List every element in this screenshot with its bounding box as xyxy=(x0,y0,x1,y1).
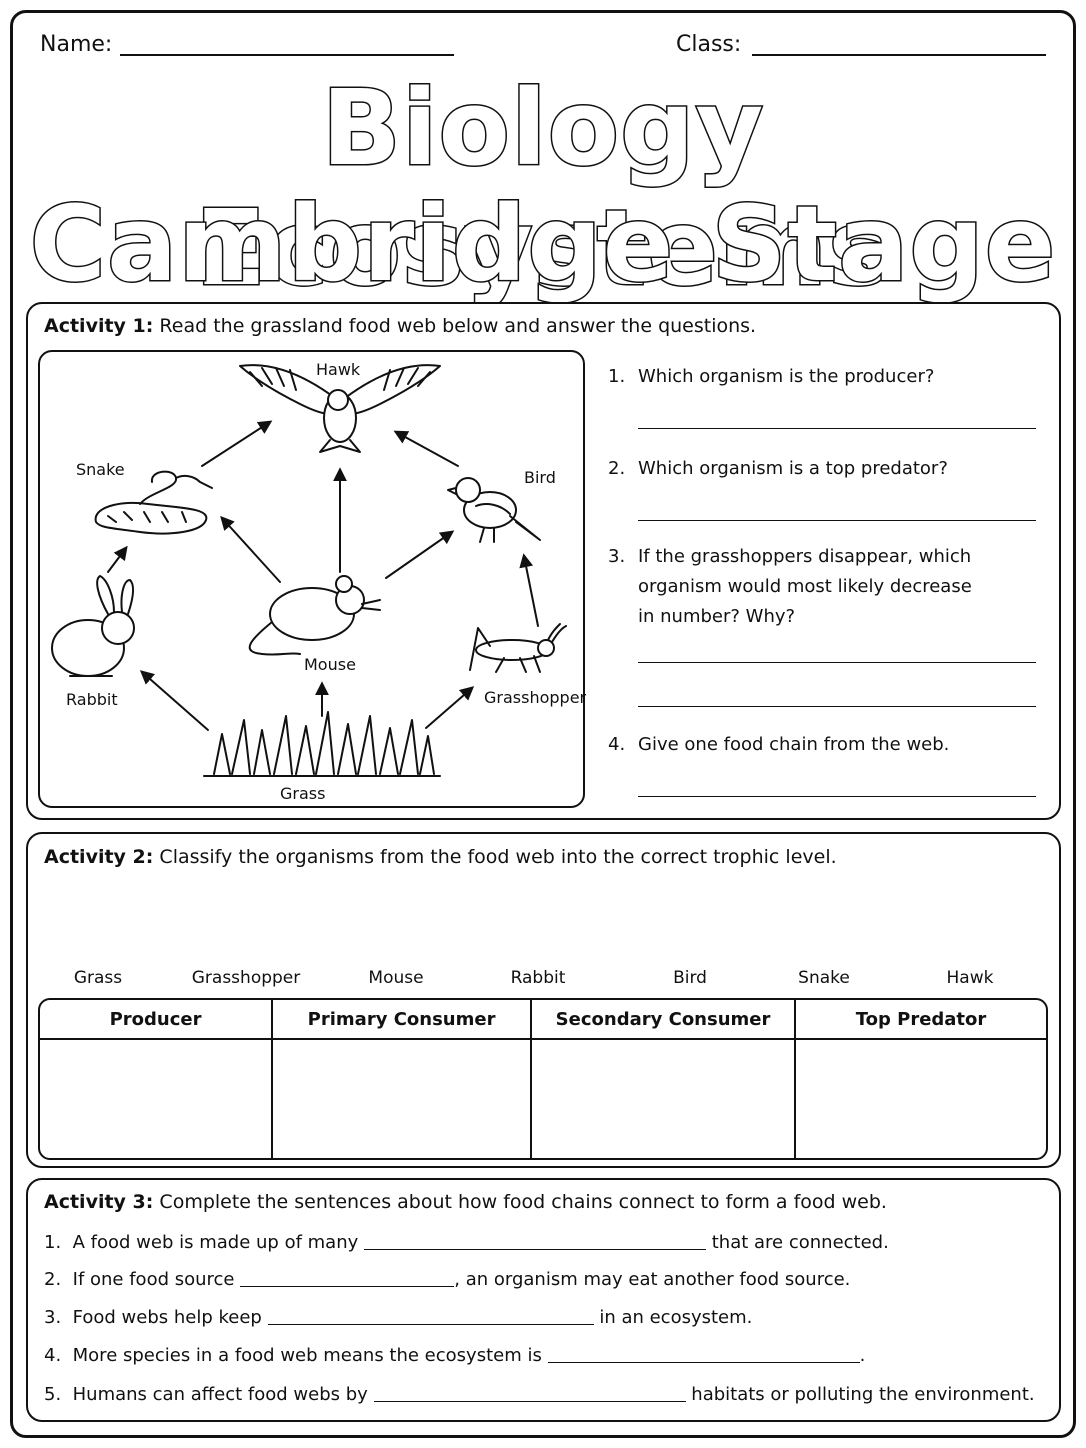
classify-mouse-label: Mouse xyxy=(368,968,424,988)
hawk-label: Hawk xyxy=(316,360,361,379)
activity2-label: Activity 2: xyxy=(44,846,154,868)
column-header-producer: Producer xyxy=(40,1000,274,1040)
class-label: Class: xyxy=(676,32,742,57)
activity3-heading: Activity 3: Complete the sentences about… xyxy=(44,1191,887,1213)
sentence3-end: in an ecosystem. xyxy=(599,1307,753,1328)
sentence1: 1. A food web is made up of many that ar… xyxy=(44,1232,889,1253)
question1-answer-line[interactable] xyxy=(638,428,1036,429)
page-title-line1: Biology Ecosystems xyxy=(193,67,892,310)
mouse-label: Mouse xyxy=(304,655,356,674)
column-header-primary-consumer: Primary Consumer xyxy=(273,1000,533,1040)
name-label: Name: xyxy=(40,32,113,57)
sentence5-end: habitats or polluting the environment. xyxy=(691,1384,1035,1405)
question2-number: 2. xyxy=(608,458,626,479)
question4-answer-line[interactable] xyxy=(638,796,1036,797)
trophic-level-table: Producer Primary Consumer Secondary Cons… xyxy=(38,998,1048,1160)
sentence4-end: . xyxy=(859,1345,866,1366)
question4-number: 4. xyxy=(608,734,626,755)
activity3-panel xyxy=(26,1178,1061,1422)
question2-answer-line[interactable] xyxy=(638,520,1036,521)
question3-text-line2: organism would most likely decrease xyxy=(638,576,972,597)
question4-text: Give one food chain from the web. xyxy=(638,734,950,755)
sentence3: 3. Food webs help keep in an ecosystem. xyxy=(44,1307,752,1328)
activity1-instruction: Read the grassland food web below and an… xyxy=(159,315,757,337)
sentence1-start: A food web is made up of many xyxy=(72,1232,359,1253)
activity1-heading: Activity 1: Read the grassland food web … xyxy=(44,315,756,337)
classify-snake-label: Snake xyxy=(798,968,850,988)
question2-text: Which organism is a top predator? xyxy=(638,458,948,479)
column-header-top-predator: Top Predator xyxy=(796,1000,1046,1040)
food-web-box xyxy=(38,350,585,808)
classify-grass-label: Grass xyxy=(73,968,123,988)
snake-label: Snake xyxy=(76,460,125,479)
sentence4-blank[interactable] xyxy=(547,1345,860,1363)
sentence4: 4. More species in a food web means the … xyxy=(44,1345,865,1366)
activity3-instruction: Complete the sentences about how food ch… xyxy=(159,1191,887,1213)
activity1-label: Activity 1: xyxy=(44,315,154,337)
activity2-heading: Activity 2: Classify the organisms from … xyxy=(44,846,837,868)
activity2-panel xyxy=(26,832,1061,1168)
sentence2-blank[interactable] xyxy=(240,1269,455,1287)
sentence1-end: that are connected. xyxy=(711,1232,889,1253)
sentence5-start: Humans can affect food webs by xyxy=(72,1384,368,1405)
sentence4-number: 4. xyxy=(44,1345,62,1366)
sentence1-blank[interactable] xyxy=(364,1232,707,1250)
bird-label: Bird xyxy=(524,468,556,487)
column-header-secondary-consumer: Secondary Consumer xyxy=(532,1000,797,1040)
secondary-consumer-answer-cell[interactable] xyxy=(532,1040,797,1158)
top-predator-answer-cell[interactable] xyxy=(796,1040,1046,1158)
activity1-panel xyxy=(26,302,1061,820)
classify-rabbit-label: Rabbit xyxy=(510,968,566,988)
sentence5-blank[interactable] xyxy=(373,1384,686,1402)
question3-answer-line1[interactable] xyxy=(638,662,1036,663)
sentence1-number: 1. xyxy=(44,1232,62,1253)
sentence2-number: 2. xyxy=(44,1269,62,1290)
classify-hawk-label: Hawk xyxy=(946,968,994,988)
sentence3-blank[interactable] xyxy=(267,1307,594,1325)
classify-bird-label: Bird xyxy=(673,968,707,988)
primary-consumer-answer-cell[interactable] xyxy=(273,1040,533,1158)
sentence5: 5. Humans can affect food webs by habita… xyxy=(44,1384,1035,1405)
question3-answer-line2[interactable] xyxy=(638,706,1036,707)
sentence2: 2. If one food source , an organism may … xyxy=(44,1269,850,1290)
worksheet-frame xyxy=(10,10,1076,1438)
activity2-instruction: Classify the organisms from the food web… xyxy=(159,846,837,868)
question1-number: 1. xyxy=(608,366,626,387)
sentence5-number: 5. xyxy=(44,1384,62,1405)
question1-text: Which organism is the producer? xyxy=(638,366,935,387)
rabbit-label: Rabbit xyxy=(66,690,118,709)
name-field[interactable] xyxy=(120,54,454,56)
question3-text-line3: in number? Why? xyxy=(638,606,796,627)
class-field[interactable] xyxy=(752,54,1046,56)
sentence2-start: If one food source xyxy=(72,1269,235,1290)
sentence2-end: , an organism may eat another food sourc… xyxy=(454,1269,851,1290)
question3-number: 3. xyxy=(608,546,626,567)
grasshopper-label: Grasshopper xyxy=(484,688,587,707)
activity3-label: Activity 3: xyxy=(44,1191,154,1213)
producer-answer-cell[interactable] xyxy=(40,1040,274,1158)
question3-text-line1: If the grasshoppers disappear, which xyxy=(638,546,972,567)
sentence4-start: More species in a food web means the eco… xyxy=(72,1345,542,1366)
classify-grasshopper-label: Grasshopper xyxy=(191,968,301,988)
grass-label: Grass xyxy=(280,784,326,803)
sentence3-start: Food webs help keep xyxy=(72,1307,262,1328)
sentence3-number: 3. xyxy=(44,1307,62,1328)
